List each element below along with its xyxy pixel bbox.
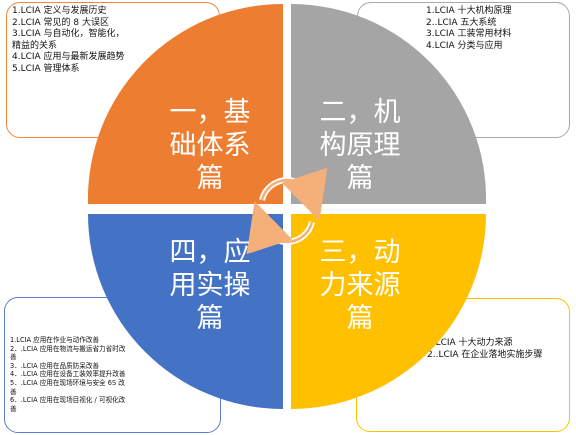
quadrant-title-mechanisms: 二，机 构原理 篇 <box>319 97 401 194</box>
quadrant-title-power: 三，动 力来源 篇 <box>319 237 401 334</box>
mechanisms-topic-list: 1.LCIA 十大机构原理 2..LCIA 五大系统 3.LCIA 工装常用材料… <box>426 6 512 52</box>
list-item: 6．.LCIA 应用在现场目视化 / 可视化改 <box>10 396 126 405</box>
list-item: 4.LCIA 应用与最新发展趋势 <box>12 52 125 62</box>
list-item: 1.LCIA 应用在作业与动作改善 <box>10 336 100 344</box>
list-item: 4.LCIA 分类与应用 <box>426 40 503 51</box>
quadrant-application <box>88 214 283 409</box>
list-item: 5.LCIA 管理体系 <box>12 63 80 74</box>
list-item: 2.LCIA 常见的 8 大误区 <box>12 17 110 28</box>
list-item: 3.LCIA 工装常用材料 <box>426 29 512 39</box>
list-item: 1.LCIA 十大动力来源 <box>427 338 513 348</box>
quadrant-power <box>291 214 486 409</box>
list-item: 善 <box>10 353 17 362</box>
list-item: 善 <box>10 387 17 396</box>
basics-topic-list: 1.LCIA 定义与发展历史 2.LCIA 常见的 8 大误区 3.LCIA 与… <box>12 6 125 75</box>
list-item: 5．.LCIA 应用在现场环境与安全 6S 改 <box>10 378 125 387</box>
quadrant-basics <box>87 3 283 205</box>
quadrant-mechanisms <box>291 3 487 205</box>
list-item: 2..LCIA 在企业落地实施步骤 <box>427 350 543 360</box>
list-item: 3.LCIA 与自动化，智能化， <box>12 29 125 39</box>
cycle-arrows-icon <box>246 167 328 255</box>
list-item: 2．.LCIA 应用在物流与搬运省力省时改 <box>10 344 126 353</box>
quadrant-title-application: 四，应 用实操 篇 <box>169 237 251 334</box>
application-topic-list: 1.LCIA 应用在作业与动作改善 2．.LCIA 应用在物流与搬运省力省时改 … <box>10 336 125 413</box>
list-item: 1.LCIA 十大机构原理 <box>426 6 512 16</box>
list-item: 精益的关系 <box>12 40 58 51</box>
list-item: 1.LCIA 定义与发展历史 <box>12 6 107 16</box>
list-item: 善 <box>10 404 17 413</box>
list-item: 3．.LCIA 应用在品质防呆改善 <box>10 361 100 370</box>
power-topic-list: 1.LCIA 十大动力来源 2..LCIA 在企业落地实施步骤 <box>427 337 542 361</box>
quadrant-title-basics: 一，基 础体系 篇 <box>169 97 251 194</box>
list-item: 2..LCIA 五大系统 <box>426 17 497 28</box>
list-item: 4．.LCIA 应用在设备工装效率提升改善 <box>10 370 126 379</box>
